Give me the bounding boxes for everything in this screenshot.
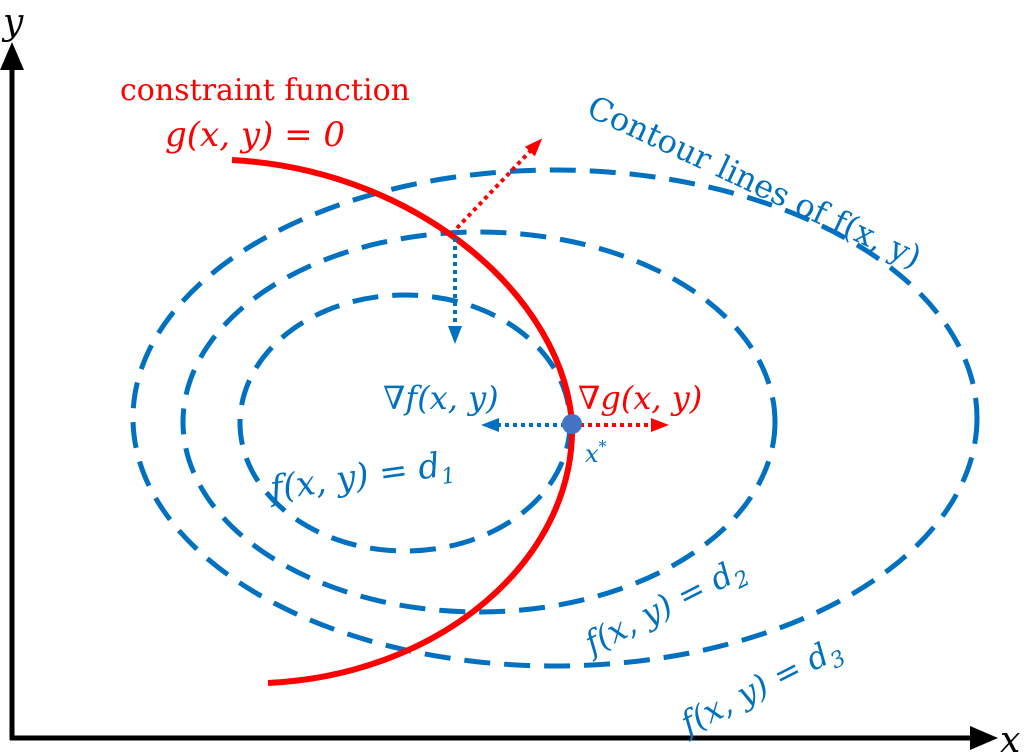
contour-d3-label: f(x, y) = d3 — [673, 629, 851, 749]
constraint-equation: g(x, y) = 0 — [165, 115, 345, 155]
grad-f-label: ∇f(x, y) — [383, 379, 499, 417]
contour-title: Contour lines of f(x, y) — [582, 88, 928, 276]
grad-g-label: ∇g(x, y) — [578, 379, 702, 417]
contour-d1-label-sub: 1 — [440, 463, 457, 490]
y-axis-arrow-icon — [0, 42, 24, 70]
contour-d1-label-text: f(x, y) = d — [265, 446, 443, 510]
optimum-label-sup: * — [599, 437, 607, 456]
contour-d1-label: f(x, y) = d1 — [265, 444, 457, 515]
optimum-label: x* — [585, 437, 607, 468]
optimum-label-base: x — [585, 440, 599, 468]
x-axis-label: x — [1000, 720, 1020, 756]
contour-d2-label: f(x, y) = d2 — [577, 549, 755, 669]
contour-d3-label-text: f(x, y) = d — [673, 635, 835, 743]
x-axis-arrow-icon — [970, 726, 998, 750]
contour-d2 — [180, 229, 778, 615]
grad-g-arrow-upper — [455, 138, 543, 230]
optimum-point — [562, 414, 582, 434]
contour-d1 — [237, 292, 573, 554]
y-axis-label: y — [1, 2, 24, 43]
constraint-title: constraint function — [120, 73, 410, 108]
contour-d3 — [130, 167, 980, 669]
